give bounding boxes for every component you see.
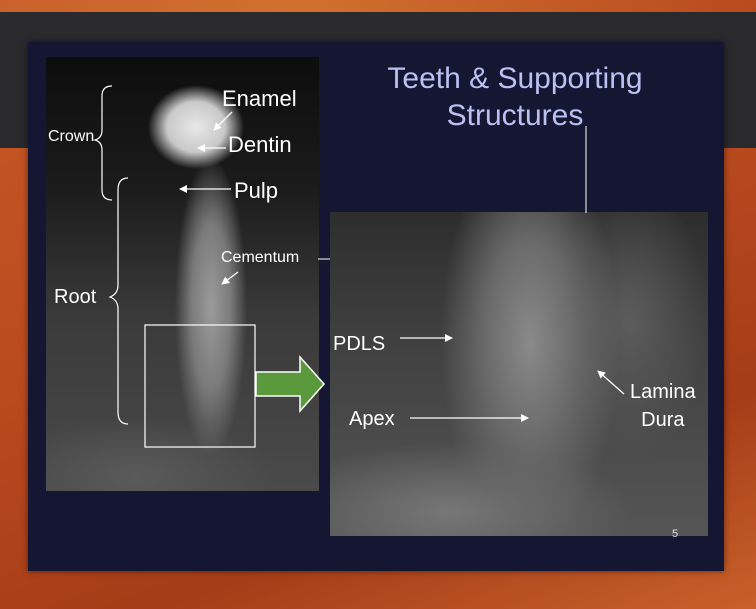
apex-closeup-xray-image [330, 212, 708, 536]
label-lamina-dura: Lamina Dura [630, 381, 696, 431]
top-accent-strip [0, 0, 756, 12]
label-crown: Crown [48, 128, 95, 145]
label-pulp: Pulp [234, 178, 279, 203]
tooth-xray-image [46, 57, 319, 491]
label-dentin: Dentin [228, 132, 292, 157]
slide-number: 5 [672, 528, 679, 540]
label-enamel: Enamel [222, 86, 297, 111]
slide-title: Teeth & Supporting Structures [387, 62, 643, 132]
label-apex: Apex [349, 408, 395, 430]
label-root: Root [54, 286, 97, 308]
label-pdls: PDLS [333, 333, 386, 355]
label-cementum: Cementum [221, 249, 300, 266]
